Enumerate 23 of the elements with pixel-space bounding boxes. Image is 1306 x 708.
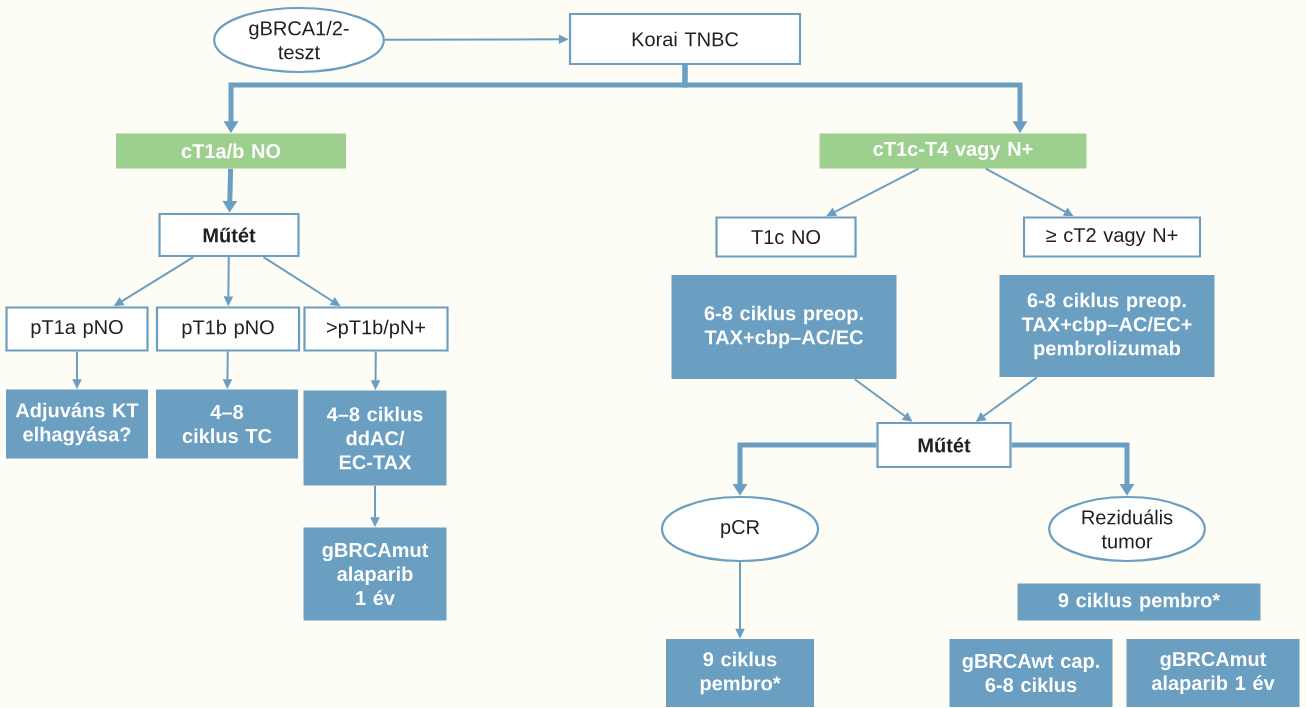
oval-node: pCR — [660, 495, 820, 563]
treatment-box: Adjuváns KT elhagyása? — [6, 389, 148, 459]
process-box: Korai TNBC — [568, 12, 802, 66]
oval-node: gBRCA1/2-teszt — [213, 6, 385, 74]
treatment-box: gBRCAmut alaparib 1 év — [303, 527, 447, 621]
treatment-box: gBRCAwt cap. 6-8 ciklus — [949, 639, 1113, 707]
process-box: >pT1b/pN+ — [303, 306, 449, 352]
process-box: T1c NO — [715, 216, 857, 258]
process-box: pT1b pNO — [155, 306, 301, 352]
treatment-box: gBRCAmut alaparib 1 év — [1126, 639, 1300, 707]
treatment-box: 6-8 ciklus preop. TAX+cbp–AC/EC — [671, 275, 897, 379]
treatment-box: 4–8 ciklus TC — [156, 389, 298, 459]
process-box: Műtét — [876, 421, 1012, 469]
process-box: pT1a pNO — [5, 306, 149, 352]
treatment-box: 6-8 ciklus preop. TAX+cbp–AC/EC+ pembrolizumab — [999, 275, 1215, 377]
process-box: ≥ cT2 vagy N+ — [1022, 216, 1202, 258]
treatment-box: 9 ciklus pembro* — [666, 639, 814, 707]
category-bar: cT1c-T4 vagy N+ — [819, 133, 1087, 169]
oval-node: Reziduális tumor — [1048, 495, 1206, 563]
treatment-box: 9 ciklus pembro* — [1017, 583, 1261, 621]
category-bar: cT1a/b NO — [116, 133, 346, 169]
process-box: Műtét — [158, 212, 300, 258]
treatment-box: 4–8 ciklus ddAC/ EC-TAX — [303, 390, 447, 486]
